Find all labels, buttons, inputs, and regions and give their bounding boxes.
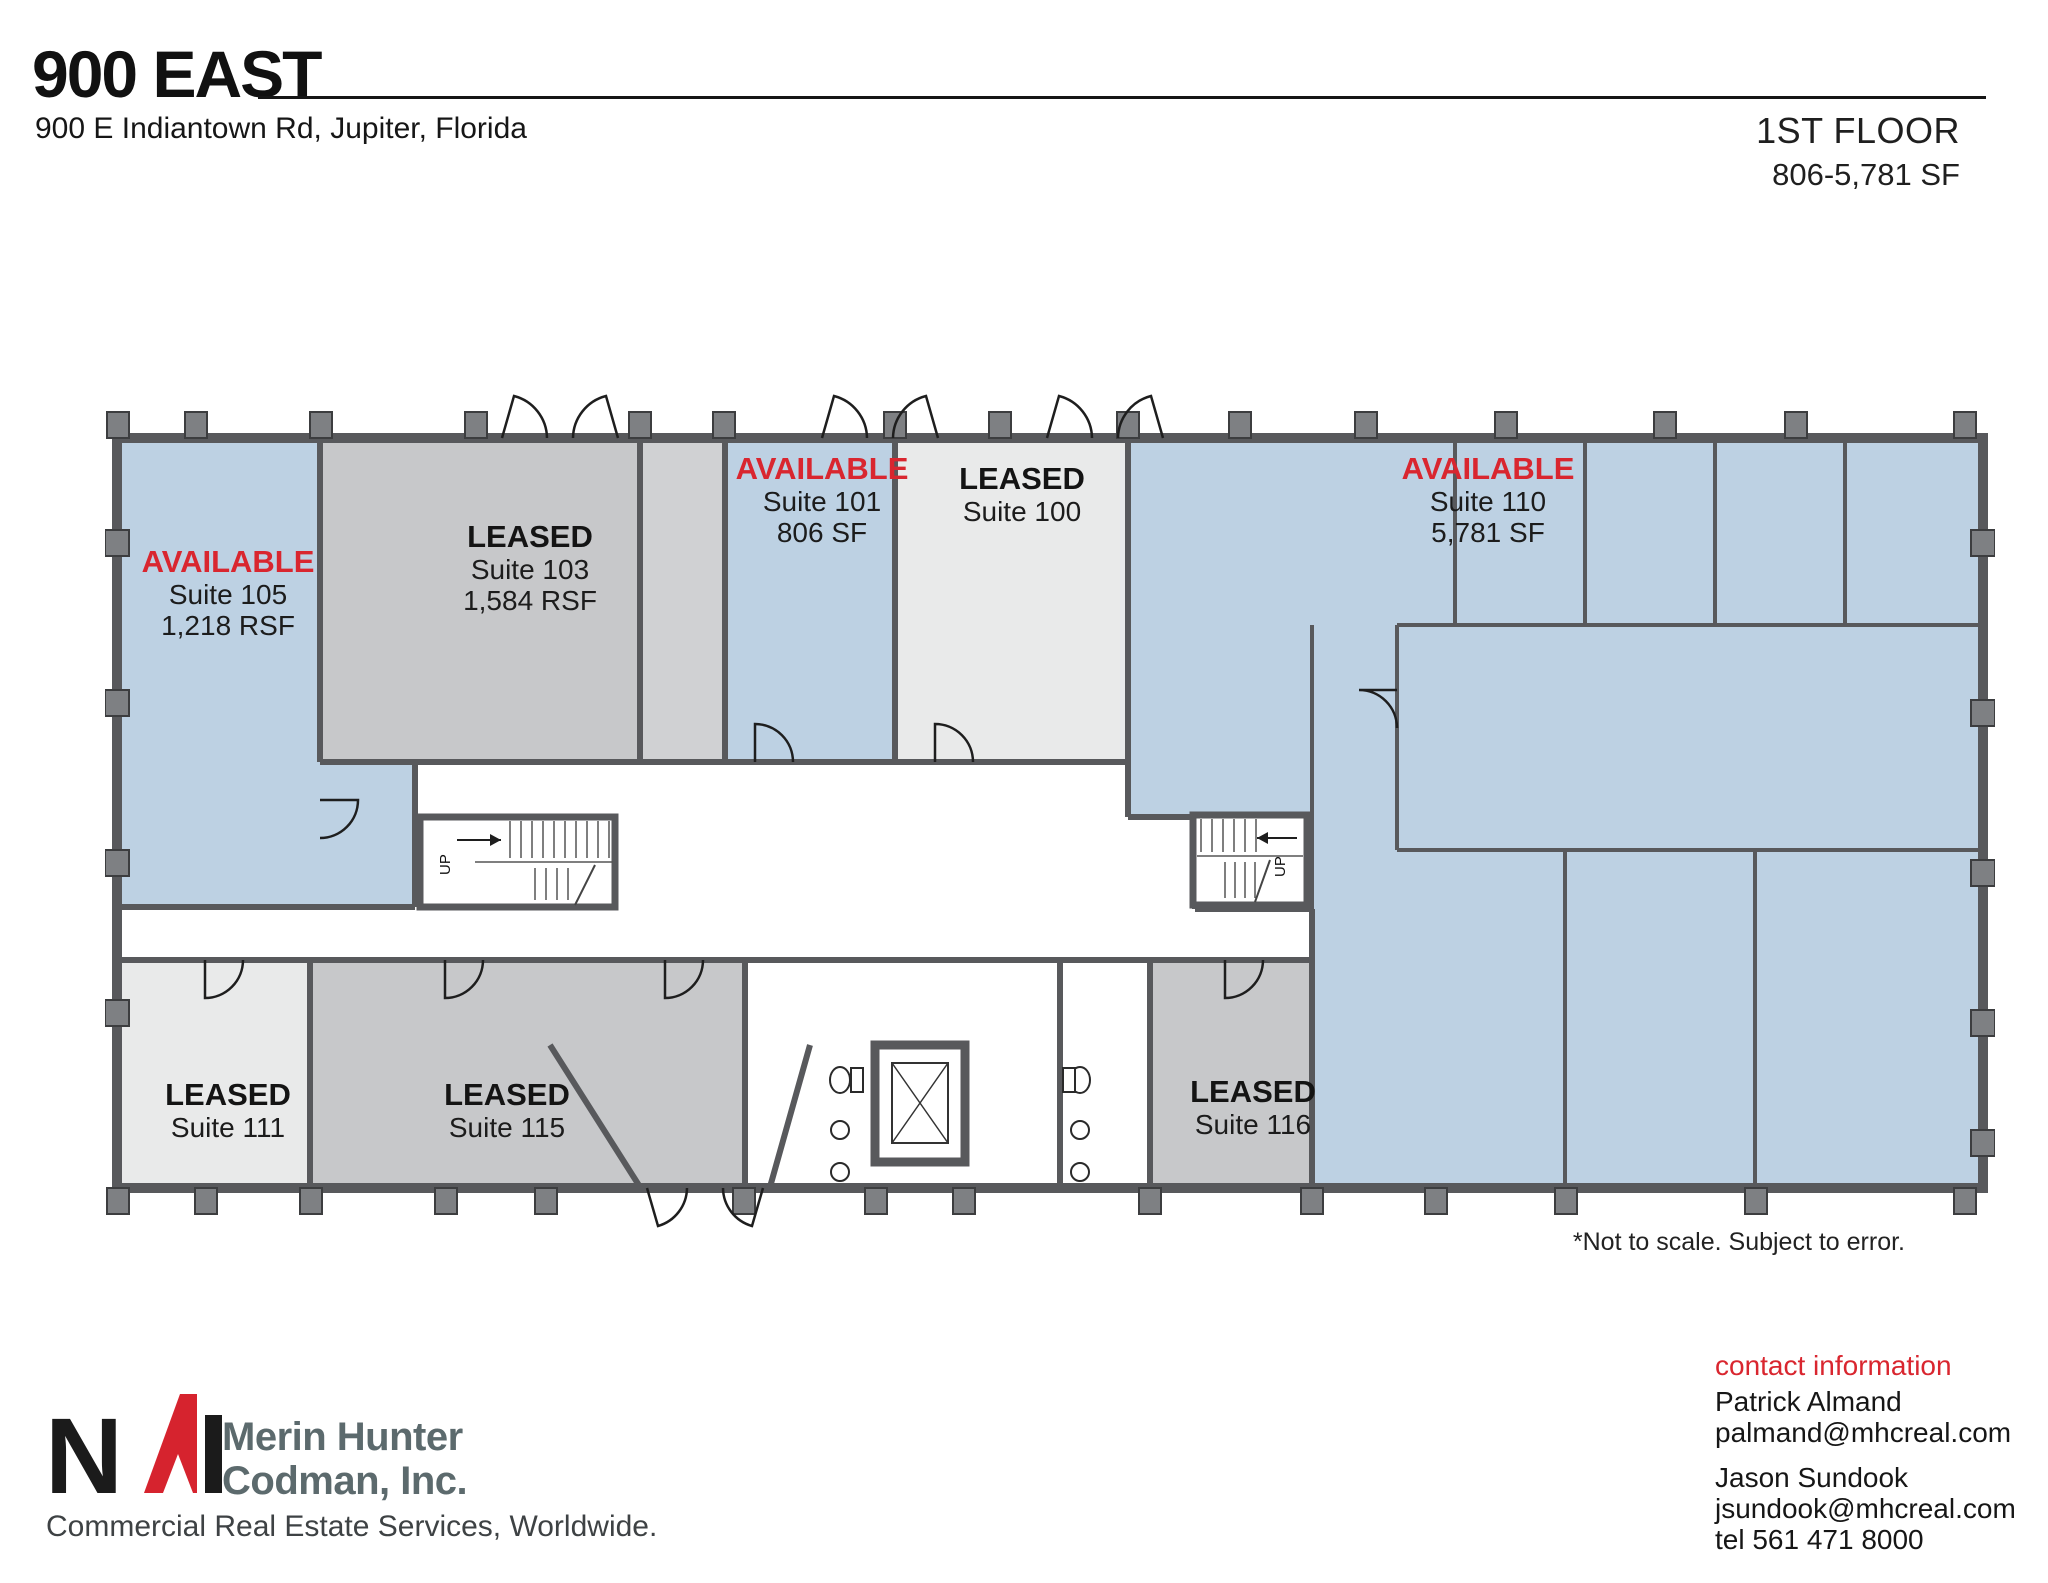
suite-area: 806 SF xyxy=(776,517,868,548)
contact-email: palmand@mhcreal.com xyxy=(1715,1417,2012,1448)
suite-status: LEASED xyxy=(165,1077,291,1112)
suite-100-label: LEASED Suite 100 xyxy=(959,461,1085,528)
suite-103-zone xyxy=(320,443,640,762)
company-name: Merin Hunter Codman, Inc. xyxy=(222,1415,468,1503)
sink-icon xyxy=(830,1120,850,1140)
suite-name: Suite 111 xyxy=(170,1112,286,1143)
page-title: 900 EAST xyxy=(32,37,322,111)
suite-area: 5,781 SF xyxy=(1431,517,1545,548)
suite-status: LEASED xyxy=(959,461,1085,496)
contact-email: jsundook@mhcreal.com xyxy=(1715,1493,2016,1524)
suite-status: LEASED xyxy=(1190,1074,1316,1109)
outer-wall xyxy=(112,433,1988,1193)
suite-name: Suite 101 xyxy=(762,486,882,517)
elevator xyxy=(870,1040,970,1167)
suite-100-zone xyxy=(895,443,1128,762)
property-address: 900 E Indiantown Rd, Jupiter, Florida xyxy=(35,112,527,145)
company-line1: Merin Hunter xyxy=(222,1415,463,1459)
contact-block: contact information Patrick Almand palma… xyxy=(1715,1350,2016,1555)
suite-110-zone xyxy=(1128,443,1983,1188)
company-tagline: Commercial Real Estate Services, Worldwi… xyxy=(46,1510,658,1543)
restroom-fixtures xyxy=(829,1066,1091,1182)
pilasters xyxy=(105,411,1995,1215)
floor-plan: UP UP xyxy=(105,394,1995,1228)
suite-115-label: LEASED Suite 115 xyxy=(444,1077,570,1144)
nai-logo: N xyxy=(45,1390,222,1502)
suite-116-label: LEASED Suite 116 xyxy=(1190,1074,1316,1141)
suite-name: Suite 103 xyxy=(470,554,590,585)
lobby-vestibule-zone xyxy=(640,443,725,762)
suite-name: Suite 116 xyxy=(1194,1109,1312,1140)
logo-letter-i xyxy=(205,1415,222,1493)
contact-name: Jason Sundook xyxy=(1715,1462,1909,1493)
contact-phone: tel 561 471 8000 xyxy=(1715,1524,1924,1555)
suite-status: LEASED xyxy=(444,1077,570,1112)
company-line2: Codman, Inc. xyxy=(222,1459,468,1503)
contact-heading: contact information xyxy=(1715,1350,1952,1381)
suite-name: Suite 100 xyxy=(962,496,1082,527)
toilet-icon xyxy=(829,1066,851,1094)
suite-103-label: LEASED Suite 103 1,584 RSF xyxy=(463,519,597,617)
stairs-up-label: UP xyxy=(437,854,454,875)
suite-name: Suite 115 xyxy=(448,1112,566,1143)
suite-area: 1,584 RSF xyxy=(463,585,597,616)
sink-icon xyxy=(1070,1162,1090,1182)
suite-status: AVAILABLE xyxy=(1401,451,1575,486)
sink-icon xyxy=(1070,1120,1090,1140)
suite-status: LEASED xyxy=(467,519,593,554)
floor-size-range: 806-5,781 SF xyxy=(1772,157,1960,192)
suite-111-label: LEASED Suite 111 xyxy=(165,1077,291,1144)
toilet-tank-icon xyxy=(850,1067,864,1093)
entry-angled-walls xyxy=(547,1043,813,1189)
floor-info: 1ST FLOOR 806-5,781 SF xyxy=(1756,110,1960,193)
logo-letter-n: N xyxy=(45,1395,123,1502)
toilet-tank-icon xyxy=(1062,1067,1076,1093)
title-rule xyxy=(258,96,1986,99)
contact-name: Patrick Almand xyxy=(1715,1386,1902,1417)
suite-110-partitions xyxy=(1310,443,1983,1188)
stairs-left: UP xyxy=(416,813,619,911)
suite-110-label: AVAILABLE Suite 110 5,781 SF xyxy=(1401,451,1575,549)
disclaimer-note: *Not to scale. Subject to error. xyxy=(1572,1228,1905,1256)
suite-status: AVAILABLE xyxy=(141,544,315,579)
suite-105-zone xyxy=(120,443,415,907)
suite-area: 1,218 RSF xyxy=(161,610,295,641)
suite-name: Suite 110 xyxy=(1429,486,1547,517)
suite-101-label: AVAILABLE Suite 101 806 SF xyxy=(735,451,909,549)
logo-letter-a xyxy=(133,1390,197,1502)
suite-111-zone xyxy=(120,960,310,1188)
suite-status: AVAILABLE xyxy=(735,451,909,486)
stairs-right: UP xyxy=(1189,811,1311,909)
sink-icon xyxy=(830,1162,850,1182)
suite-101-zone xyxy=(725,443,895,762)
stairs-up-label: UP xyxy=(1272,856,1289,877)
floor-label: 1ST FLOOR xyxy=(1756,110,1960,151)
suite-zones xyxy=(120,443,1983,1188)
suite-name: Suite 105 xyxy=(168,579,288,610)
suite-105-label: AVAILABLE Suite 105 1,218 RSF xyxy=(141,544,315,642)
